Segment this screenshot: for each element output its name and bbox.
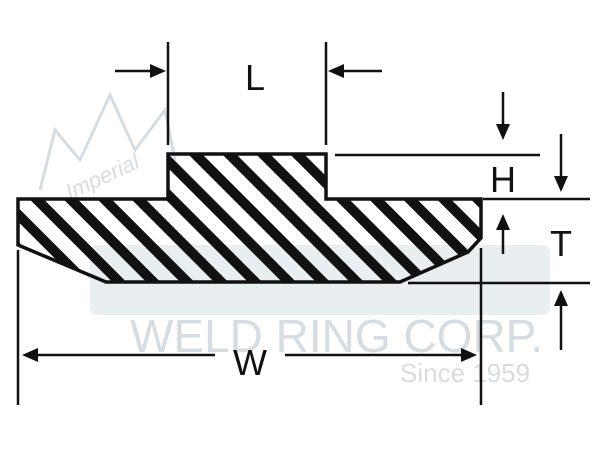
h-arrow-bottom-head (496, 214, 510, 230)
ring-profile-hatched (16, 152, 483, 284)
thickness-label: T (550, 223, 572, 264)
watermark-script: Imperial (62, 148, 144, 204)
length-label: L (245, 57, 265, 98)
w-arrow-left-head (22, 348, 38, 362)
dimension-labels: L H T W (233, 57, 572, 383)
h-arrow-top-head (496, 124, 510, 140)
l-arrow-left-head (150, 64, 166, 78)
t-arrow-top-head (554, 176, 568, 192)
w-arrow-right-head (461, 348, 477, 362)
extension-lines (16, 42, 590, 405)
l-arrow-right-head (328, 64, 344, 78)
t-arrow-bottom-head (554, 290, 568, 306)
watermark-since: Since 1959 (400, 358, 530, 388)
dimension-arrows (22, 64, 568, 362)
width-label: W (233, 342, 267, 383)
height-label: H (490, 159, 516, 200)
crown-watermark-icon (38, 91, 177, 191)
cross-section (16, 152, 483, 284)
watermark-company: WELD RING CORP. (130, 310, 543, 362)
